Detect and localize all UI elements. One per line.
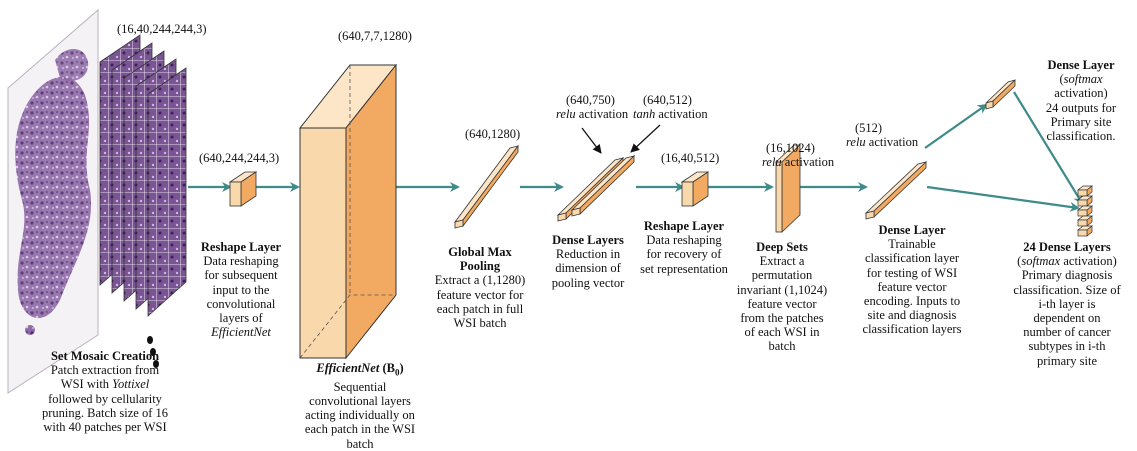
diagnosis-classification-caption: 24 Dense Layers (softmax activation) Pri… (1013, 240, 1121, 368)
shape-deepsets: (16,1024) (766, 141, 815, 155)
deep-sets-block (774, 144, 802, 233)
shape-dense-class: (512) (855, 121, 883, 135)
efficientnet-caption: EfficientNet (B0) Sequential convolution… (304, 361, 416, 451)
shape-efficientnet: (640,7,7,1280) (338, 29, 412, 43)
activation-relu-b: relu activation (762, 155, 835, 169)
wsi-slide-image (7, 8, 99, 394)
site-classification-caption: Dense Layer (softmax activation) 24 outp… (1045, 58, 1117, 144)
activation-relu-c: relu activation (846, 135, 919, 149)
site-dense-block (985, 79, 1016, 110)
activation-relu-a: relu activation (556, 107, 629, 121)
shape-reshape-in: (640,244,244,3) (199, 151, 280, 165)
dense-pointer-arrows (581, 124, 661, 154)
patch-stack-image (99, 34, 187, 368)
diagnosis-dense-stack (1077, 185, 1093, 237)
reshape-caption: Reshape Layer Data reshaping for subsequ… (200, 240, 282, 340)
dense-classification-block (864, 161, 928, 220)
pooling-caption: Global Max Pooling Extract a (1,1280) fe… (434, 245, 526, 331)
shape-input: (16,40,244,244,3) (117, 22, 207, 36)
deep-sets-caption: Deep Sets Extract a permutation invarian… (736, 240, 828, 354)
reshape-layer-2-block (680, 171, 710, 207)
reshape-2-caption: Reshape Layer Data reshaping for recover… (640, 219, 728, 276)
dense-layers-block (556, 155, 636, 222)
pooling-vector-block (454, 144, 519, 229)
activation-tanh: tanh activation (633, 107, 708, 121)
shape-dense1: (640,750) (566, 93, 615, 107)
mosaic-caption: Set Mosaic Creation Patch extraction fro… (41, 349, 168, 435)
reshape-layer-block (228, 171, 258, 207)
shape-reshape-out: (16,40,512) (661, 151, 720, 165)
flow-arrows (188, 91, 1084, 212)
shape-pool: (640,1280) (465, 127, 521, 141)
efficientnet-block (298, 63, 398, 360)
dense-layers-caption: Dense Layers Reduction in dimension of p… (551, 233, 625, 290)
shape-dense2: (640,512) (643, 93, 692, 107)
dense-classification-caption: Dense Layer Trainable classification lay… (862, 223, 962, 337)
